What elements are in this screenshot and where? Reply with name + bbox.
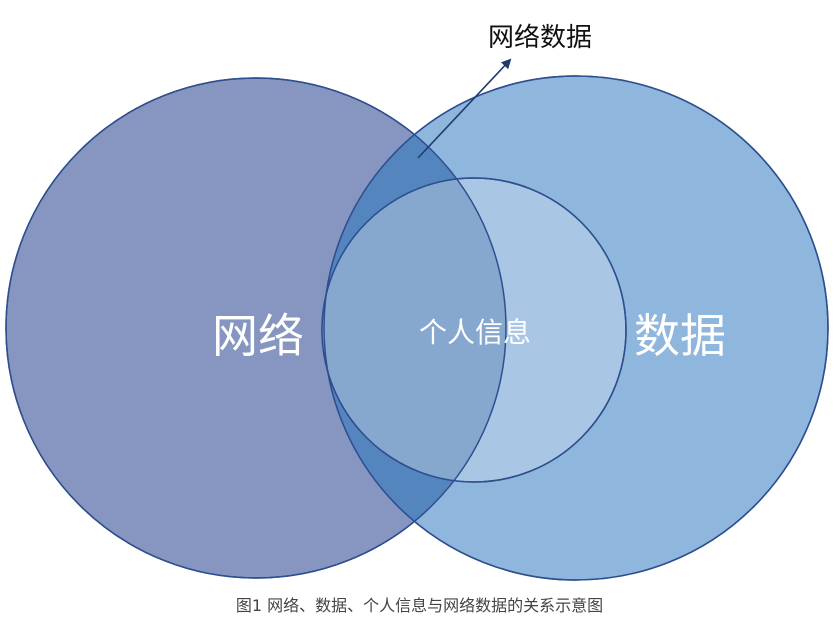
- figure-caption: 图1 网络、数据、个人信息与网络数据的关系示意图: [235, 596, 604, 615]
- callout-arrow: [417, 58, 512, 159]
- callout-label: 网络数据: [488, 23, 592, 53]
- venn-diagram: 网络 数据 个人信息 网络数据: [5, 23, 829, 581]
- personal-info-label: 个人信息: [419, 316, 531, 349]
- network-label: 网络: [212, 309, 304, 363]
- data-label: 数据: [634, 309, 726, 363]
- personal-info-network-overlap: [322, 178, 506, 482]
